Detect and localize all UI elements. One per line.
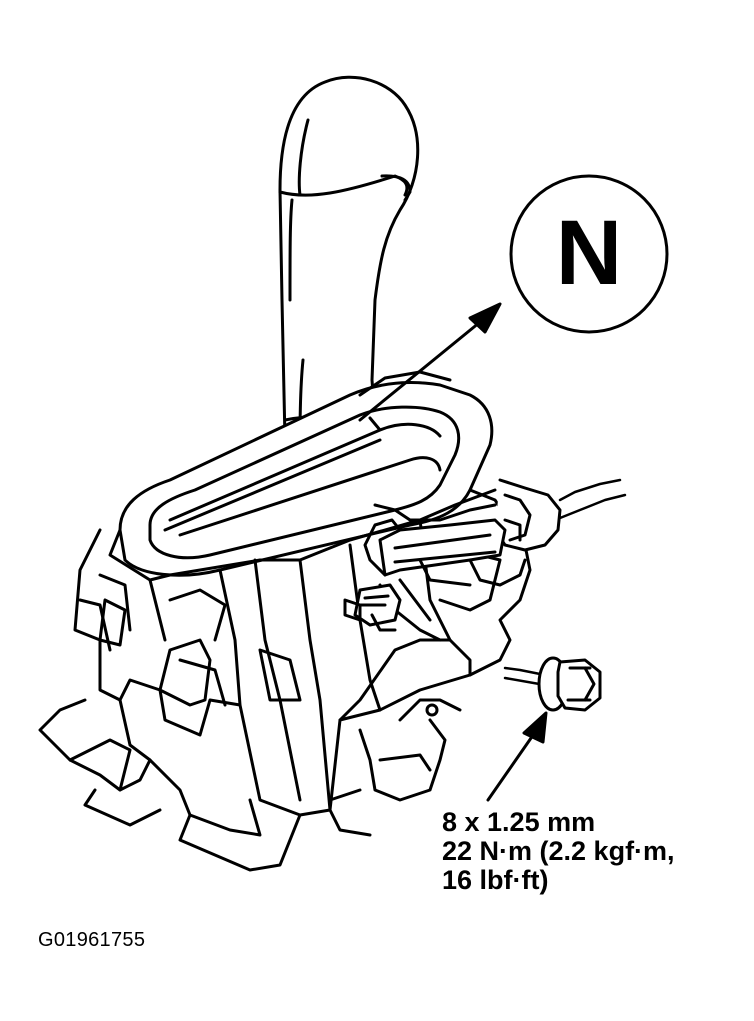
callout-position-letter: N (555, 202, 623, 304)
position-arrow (358, 302, 502, 422)
torque-line-2: 16 lbf·ft) (442, 865, 549, 895)
fastener-spec: 8 x 1.25 mm 22 N·m (2.2 kgf·m, 16 lbf·ft… (442, 808, 675, 895)
position-callout-circle (509, 174, 669, 334)
torque-line-1: 22 N·m (2.2 kgf·m, (442, 836, 675, 866)
fastener-size: 8 x 1.25 mm (442, 807, 596, 837)
shifter-base-housing (38, 488, 532, 872)
shift-cable (343, 478, 627, 632)
bolt-nut (503, 656, 602, 712)
figure-id: G01961755 (38, 929, 146, 951)
bolt-arrow (486, 711, 548, 802)
